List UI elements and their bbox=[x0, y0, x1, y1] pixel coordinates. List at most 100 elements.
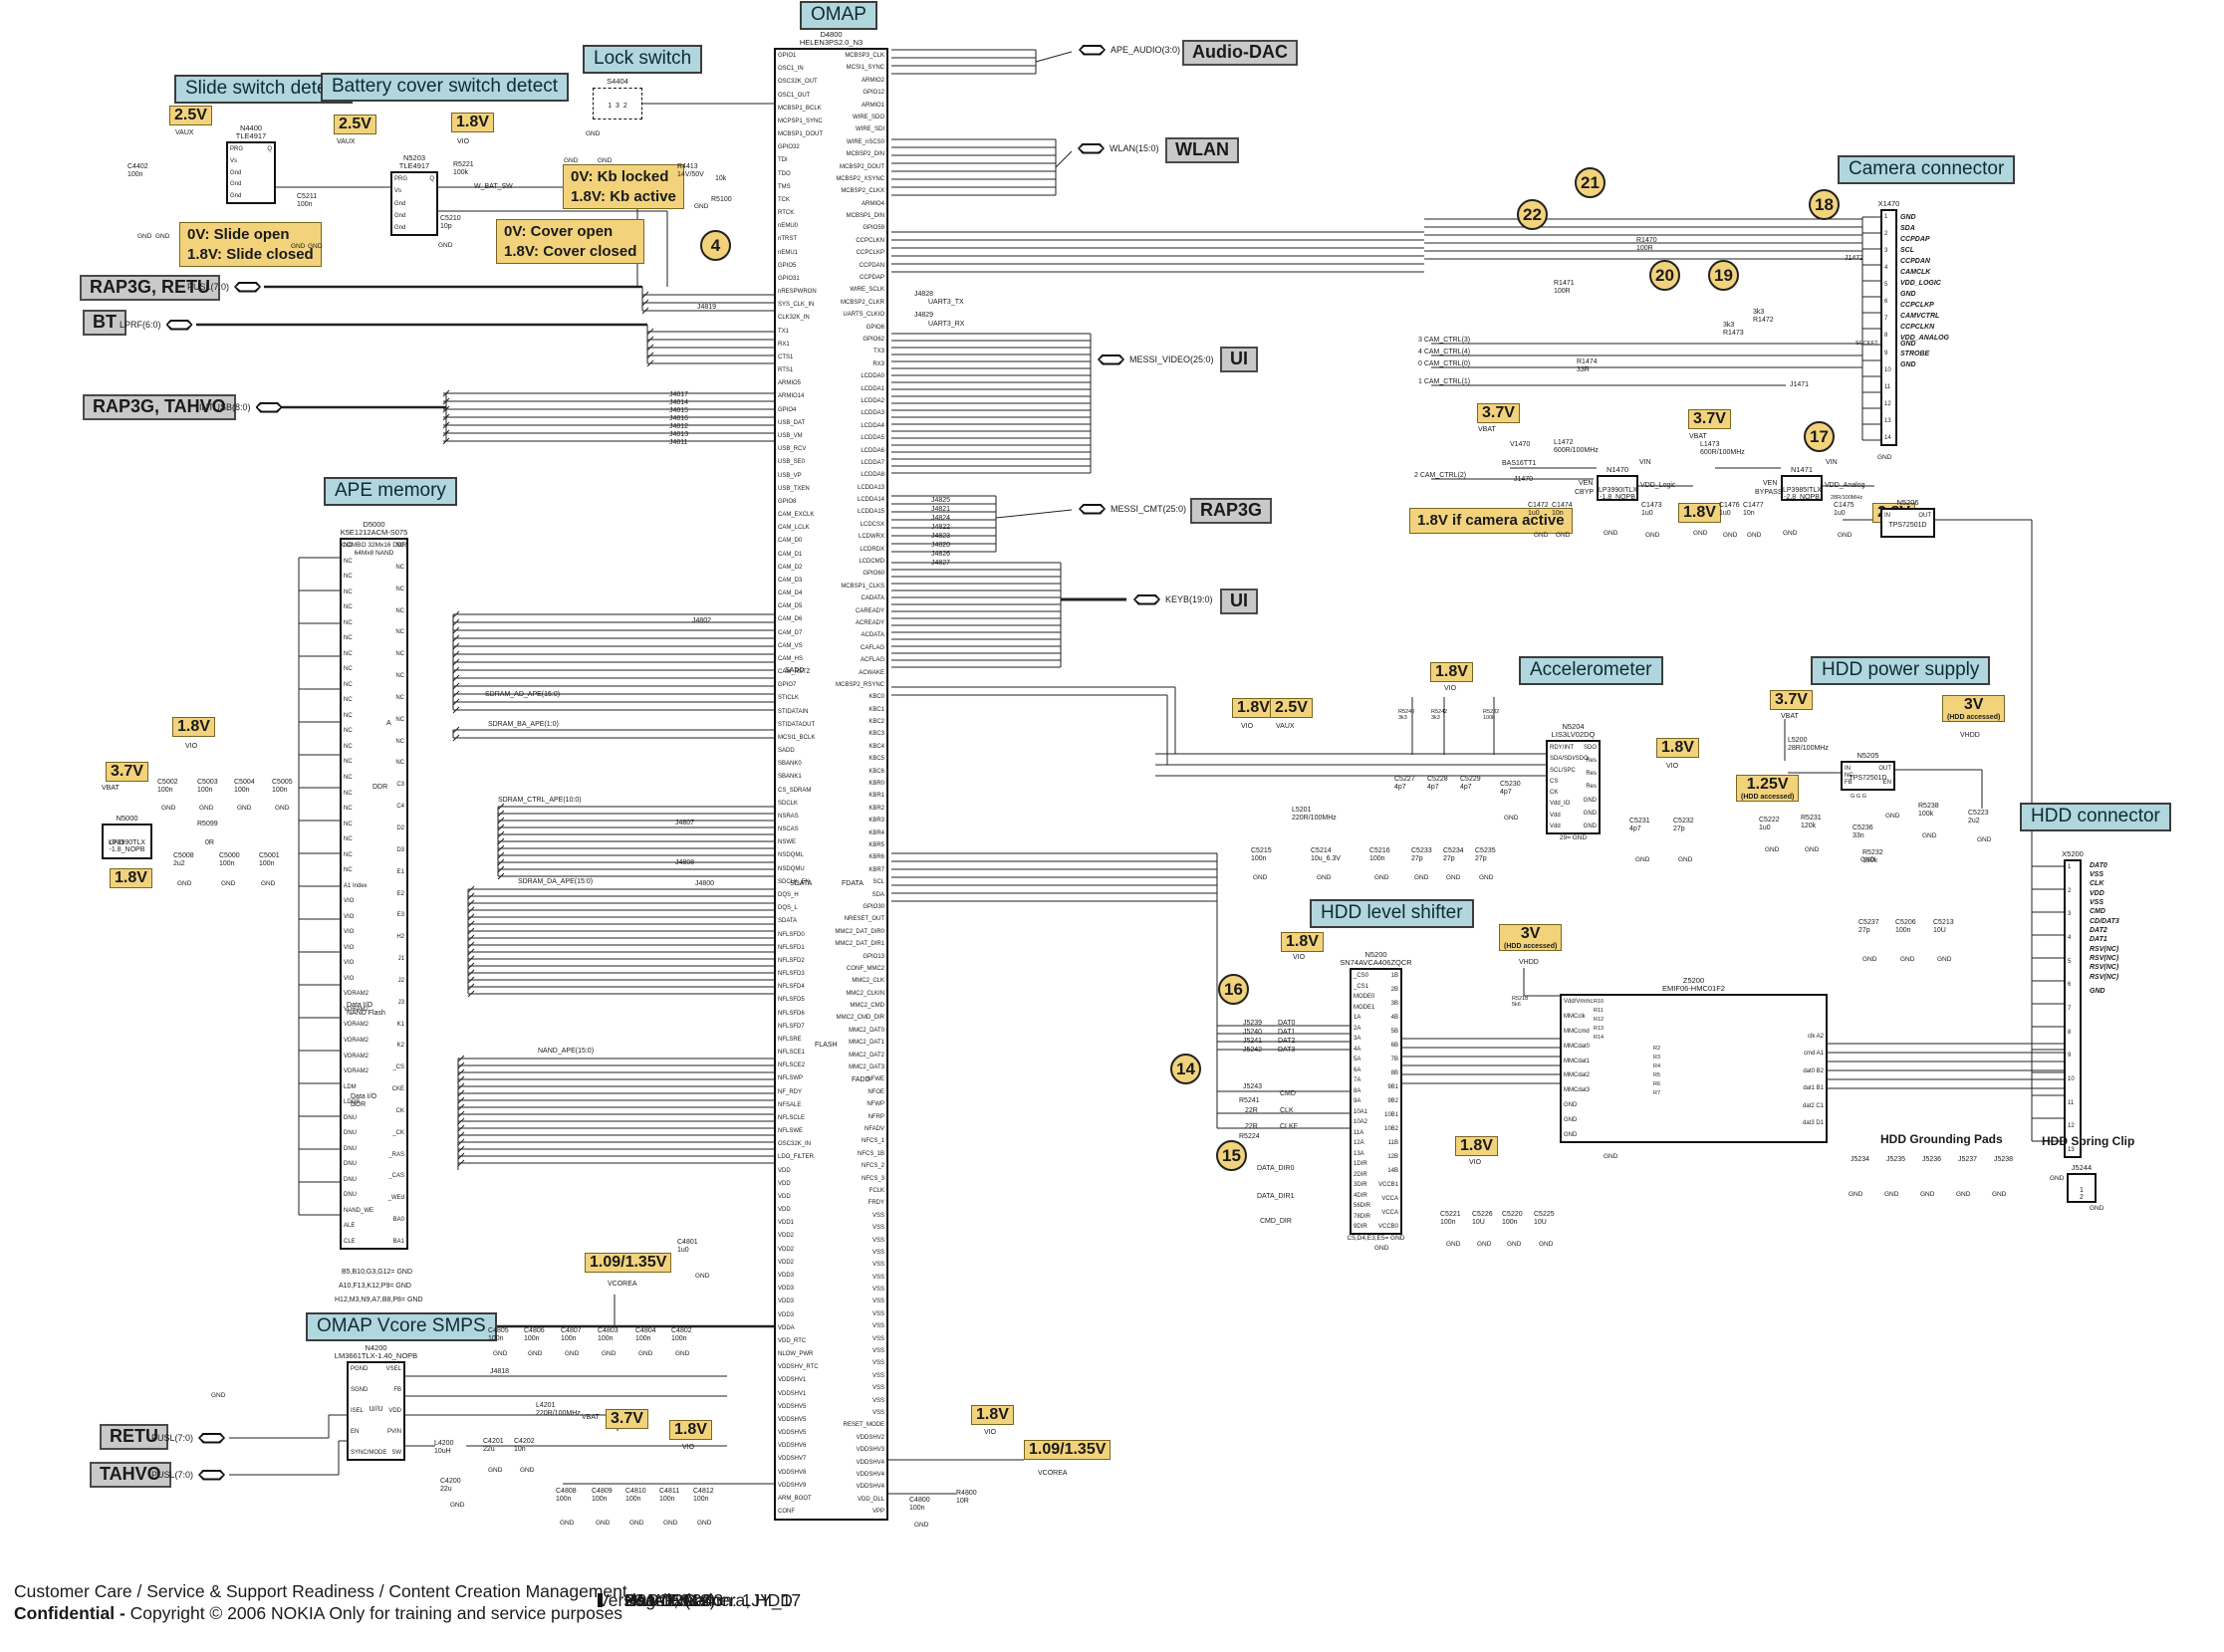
ic-pin: DQS_H bbox=[778, 892, 799, 898]
ic-pin: DNU bbox=[344, 1176, 357, 1183]
part-label: GND bbox=[1539, 1241, 1554, 1248]
part-label: GND bbox=[598, 157, 613, 164]
voltage-value: 1.8V bbox=[976, 1406, 1009, 1423]
ic-pin: NFWP bbox=[866, 1101, 884, 1108]
ic-pin: VDDSHV3 bbox=[856, 1447, 884, 1454]
ic-pin: ACREADY bbox=[855, 619, 884, 626]
part-label: GND bbox=[1977, 836, 1992, 843]
part-label: J4815 bbox=[669, 407, 689, 414]
ic-pin: VDRAM2 bbox=[344, 1053, 370, 1060]
part-label: GND bbox=[1723, 532, 1738, 539]
voltage-label: 3.7V bbox=[1477, 403, 1520, 423]
ic-part-name: LP3990ITLX -1.8_NOPB bbox=[1599, 486, 1637, 501]
part-label: VDD_ANALOG bbox=[1900, 335, 1950, 342]
part-label: C4809 100n bbox=[592, 1488, 613, 1504]
ic-pin: 7 bbox=[1884, 316, 1888, 323]
part-label: C5235 27p bbox=[1475, 847, 1496, 863]
ic-pin: VDD bbox=[388, 1408, 401, 1414]
bus-hex-icon bbox=[1079, 44, 1106, 56]
ic-pin: NFLSFD7 bbox=[778, 1023, 805, 1030]
ic-pin: 12B bbox=[1387, 1154, 1398, 1160]
part-label: 3k3 R1473 bbox=[1723, 322, 1744, 338]
ic-pin: CONF bbox=[778, 1509, 795, 1516]
part-label: GND bbox=[1783, 530, 1798, 537]
part-label: GND bbox=[261, 880, 276, 887]
ic-pin: VIO bbox=[344, 944, 355, 951]
part-label: C5223 2u2 bbox=[1968, 810, 1989, 826]
voltage-value: 3V bbox=[1963, 696, 1984, 713]
ic-pin: VCCA bbox=[1381, 1196, 1398, 1202]
ic-pin: LCDDA1 bbox=[861, 385, 884, 392]
part-label: SDATA bbox=[790, 880, 813, 887]
ic-pin: NSDQMU bbox=[778, 865, 805, 872]
ic-pin: 6 bbox=[2068, 982, 2072, 989]
ic-pin: USB_SE0 bbox=[778, 459, 806, 466]
part-label: VIO bbox=[1666, 763, 1679, 770]
ic-pin: 78DIR bbox=[1354, 1213, 1371, 1220]
part-label: GND bbox=[1900, 214, 1916, 221]
ic-pin: VSS bbox=[871, 1310, 884, 1317]
ic-pin: CAM_D1 bbox=[778, 551, 803, 558]
part-label: DDR bbox=[372, 784, 388, 791]
ic-pin: MMC2_CMD bbox=[850, 1003, 884, 1010]
ic-refdes: N1471 bbox=[1790, 465, 1814, 475]
part-label: C5005 100n bbox=[272, 779, 293, 795]
ic-pin: LCDDA4 bbox=[861, 422, 884, 429]
ic-pin: NFLSCLE bbox=[778, 1114, 806, 1121]
ic-pin: 11 bbox=[2068, 1099, 2075, 1106]
ic-pin: BA0 bbox=[392, 1217, 404, 1224]
ic-pin: clk A2 bbox=[1807, 1033, 1824, 1040]
part-label: NAND_APE(15:0) bbox=[538, 1048, 595, 1055]
part-label: C4804 100n bbox=[635, 1327, 656, 1343]
ic-pin: USB_DAT bbox=[778, 419, 806, 426]
part-label: GND bbox=[520, 1467, 535, 1474]
voltage-value: 1.8V bbox=[177, 718, 210, 735]
ic-pin: SDO bbox=[1583, 745, 1597, 751]
ic-pin: MCBSP2_CLKR bbox=[840, 299, 884, 306]
part-label: GND bbox=[1765, 846, 1780, 853]
ic-pin: NRESET_OUT bbox=[844, 916, 884, 923]
ic-pin: NC bbox=[344, 759, 353, 766]
part-label: SOCKET bbox=[1855, 341, 1878, 347]
ic-pin: ARMIO2 bbox=[861, 77, 884, 84]
voltage-value: 1.8V bbox=[456, 114, 489, 130]
ic-pin: FRDY bbox=[867, 1200, 884, 1207]
part-label: CBYP bbox=[1575, 489, 1595, 496]
ic-pin: ACDATA bbox=[861, 632, 884, 639]
ic-pin: 7A bbox=[1354, 1077, 1361, 1083]
ic-pin: CTS1 bbox=[778, 354, 794, 360]
ic-pin: EN bbox=[1882, 780, 1891, 786]
ic-pin: Res bbox=[1586, 758, 1597, 765]
ic-pin: MMCdat0 bbox=[1564, 1043, 1591, 1050]
ic-pin: 14 bbox=[1884, 434, 1891, 441]
ic-pin: ARMIO5 bbox=[778, 380, 802, 387]
ic-pin: PRG bbox=[394, 176, 408, 182]
ic-pin: GPIO5 bbox=[778, 262, 797, 269]
ic-pin: VSS bbox=[871, 1237, 884, 1244]
part-label: C4811 100n bbox=[659, 1488, 680, 1504]
section-label: HDD level shifter bbox=[1310, 899, 1474, 928]
ic-pin: NSDQML bbox=[778, 852, 804, 859]
part-label: Data I/O DDR bbox=[351, 1093, 377, 1109]
ic-pin: NC bbox=[344, 836, 353, 843]
ic-pin: VSS bbox=[871, 1409, 884, 1416]
part-label: C5227 4p7 bbox=[1394, 776, 1415, 792]
voltage-label: 3.7V bbox=[1770, 690, 1813, 710]
part-label: CCPDAN bbox=[1900, 258, 1930, 265]
ic-pin: CCPDAN bbox=[859, 262, 884, 269]
voltage-label: 3V(HDD accessed) bbox=[1942, 695, 2006, 723]
ic-pin: SYNC/MODE bbox=[351, 1450, 387, 1456]
part-label: J4829 bbox=[914, 312, 934, 319]
bus-arrow: LPRF(6:0) bbox=[120, 319, 198, 331]
ic-pin: 11A bbox=[1354, 1129, 1364, 1136]
ic-pin: CAM_D0 bbox=[778, 538, 803, 545]
part-label: VIN bbox=[1826, 459, 1838, 466]
part-label: C1476 1u0 bbox=[1719, 502, 1740, 518]
part-label: GND bbox=[155, 233, 170, 240]
part-label: B5,B10,G3,G12= GND bbox=[342, 1269, 413, 1276]
ic-pin: NFLSFD3 bbox=[778, 971, 805, 978]
part-label: STROBE bbox=[1900, 351, 1930, 357]
ic-pin: NC bbox=[344, 867, 353, 874]
part-label: J4820 bbox=[931, 542, 951, 549]
